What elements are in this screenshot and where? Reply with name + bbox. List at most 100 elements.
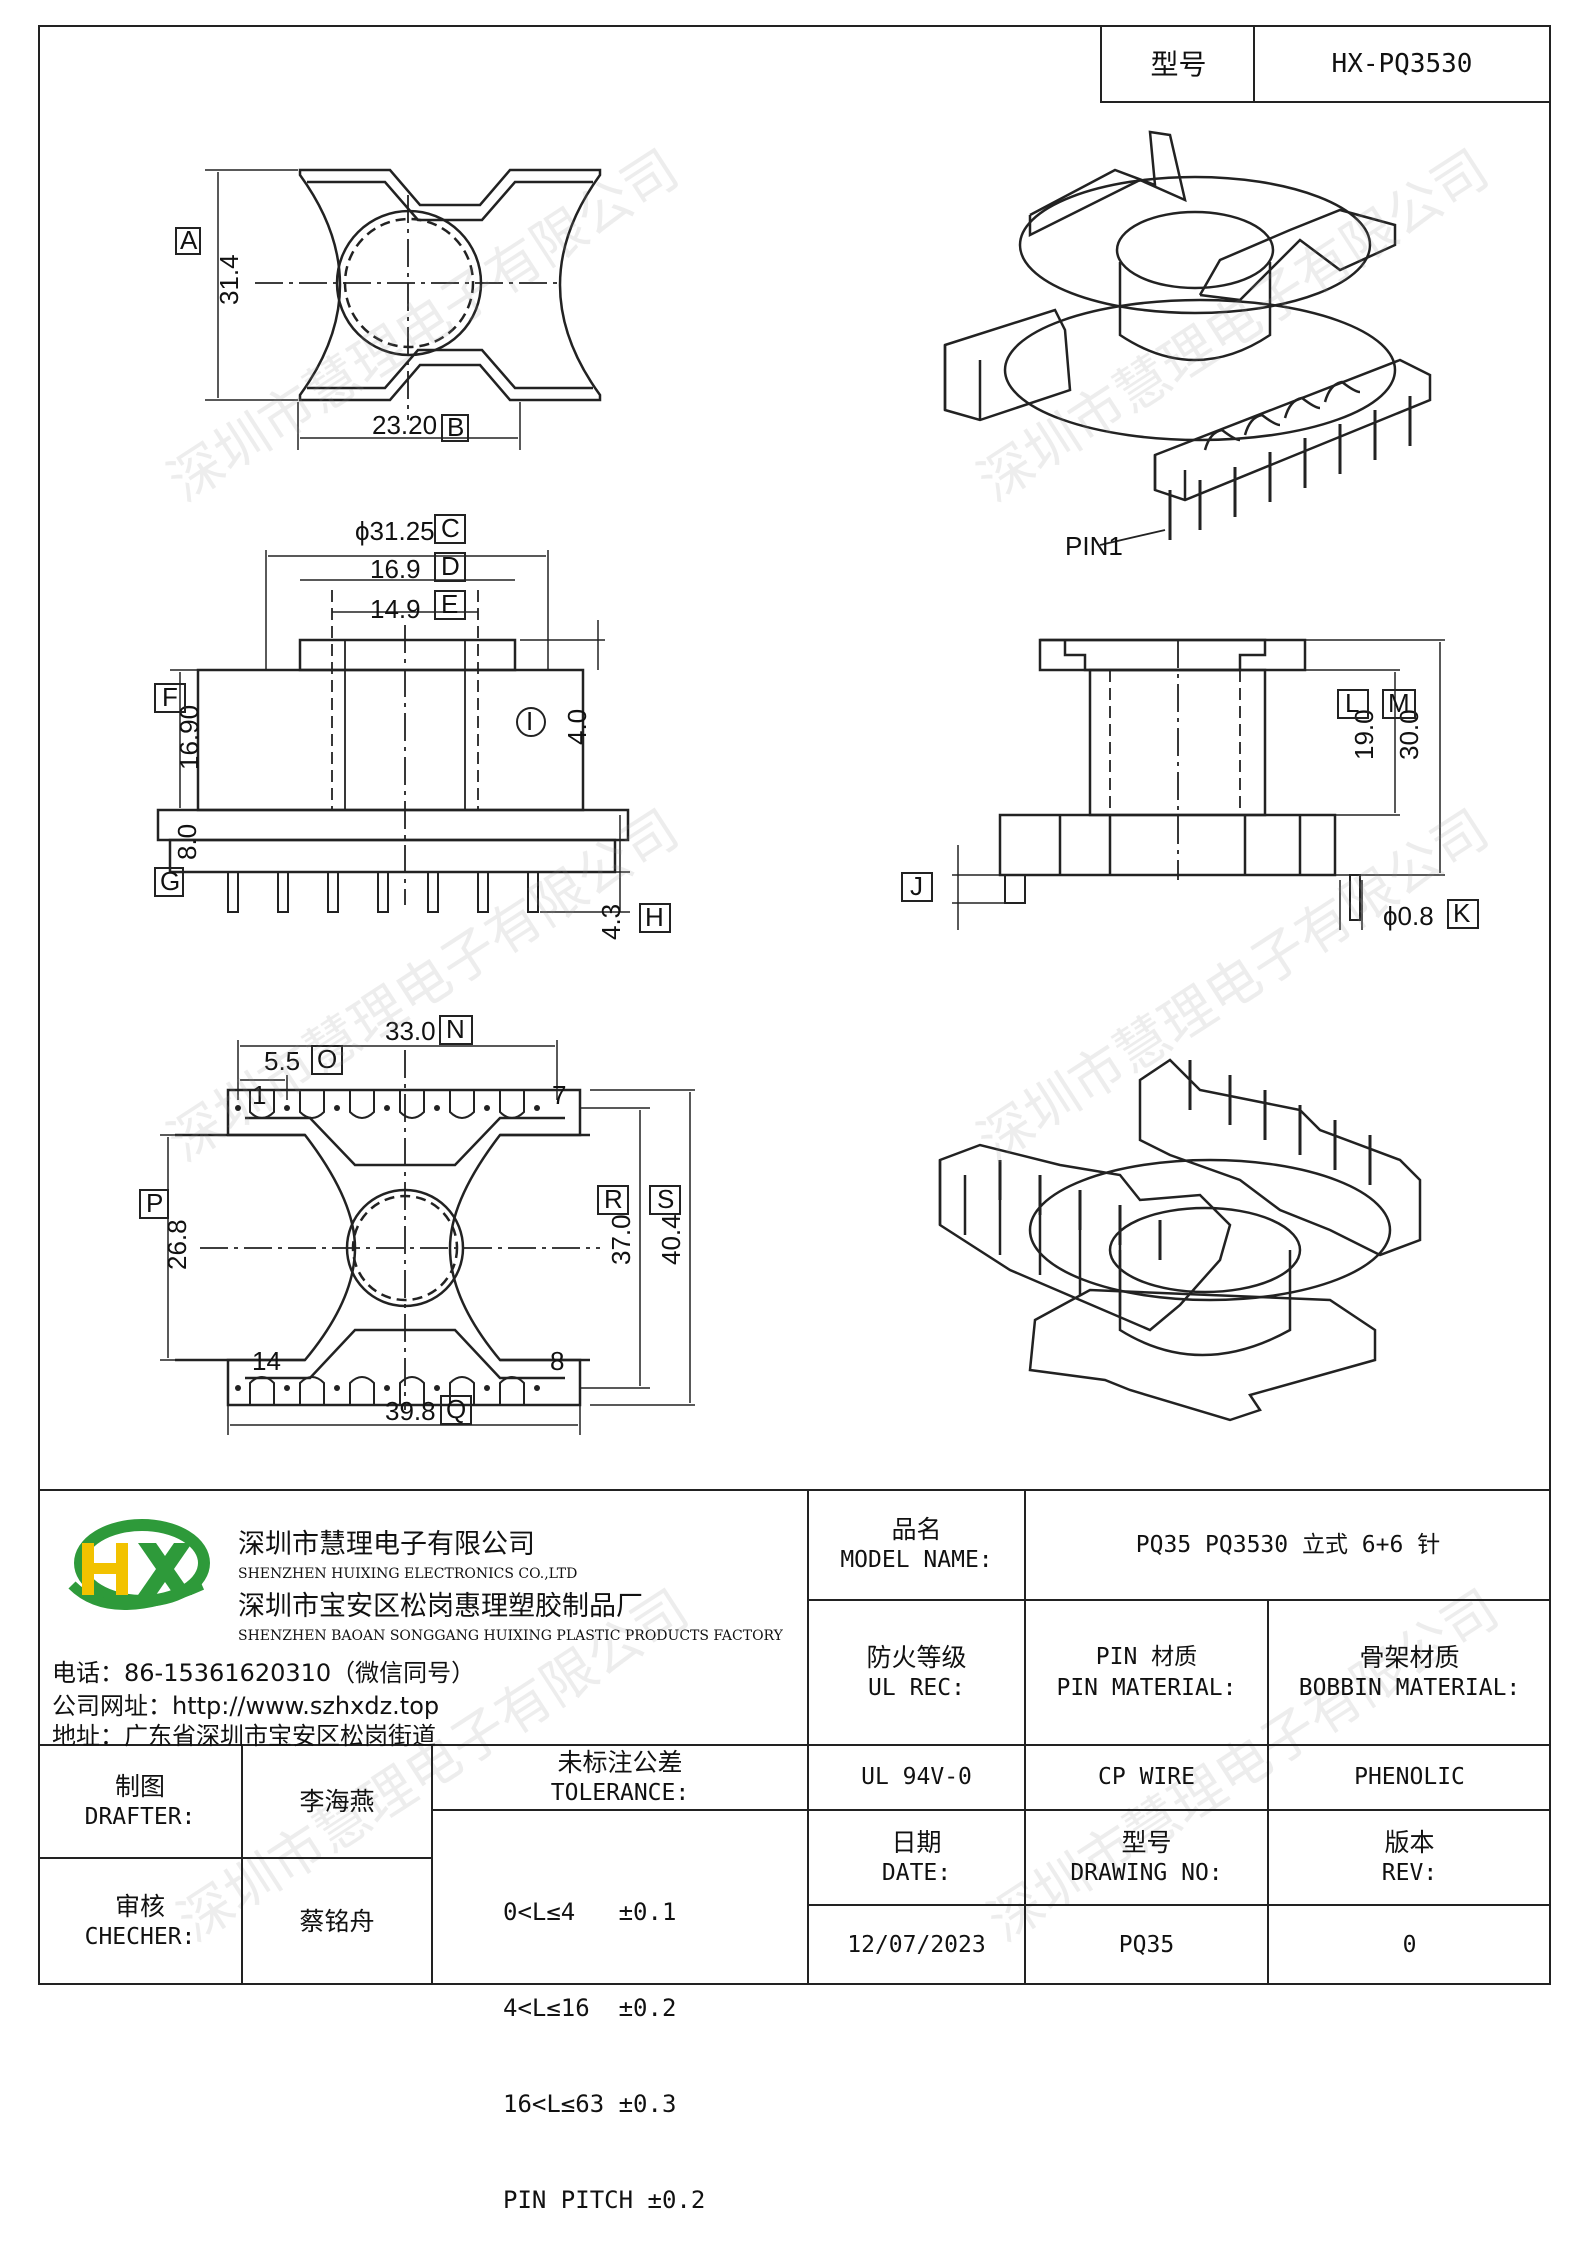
pin-material-value: CP WIRE — [1098, 1764, 1195, 1790]
checker-value: 蔡铭舟 — [299, 1907, 375, 1936]
rev-label: 版本 REV: — [1268, 1810, 1551, 1905]
dim-E: 14.9 — [370, 594, 421, 624]
bobbin-material-value: PHENOLIC — [1354, 1764, 1465, 1790]
header-model-value: HX-PQ3530 — [1253, 25, 1551, 103]
ul-rec-label-en: UL REC: — [868, 1674, 965, 1701]
company-address: 地址：广东省深圳市宝安区松岗街道 — [52, 1722, 436, 1750]
model-name-label: 品名 MODEL NAME: — [808, 1490, 1025, 1600]
pin-14-label: 14 — [252, 1346, 281, 1376]
drawing-frame — [38, 25, 1551, 1985]
dim-I: 4.0 — [562, 709, 592, 745]
checker-label: 审核 CHECHER: — [38, 1858, 242, 1985]
dim-N: 33.0 — [385, 1016, 436, 1046]
dim-letter-M: M — [1388, 688, 1410, 718]
pin-7-label: 7 — [552, 1080, 566, 1110]
tolerance-line: 0<L≤4 ±0.1 — [503, 1898, 677, 1926]
dim-letter-C: C — [441, 513, 460, 543]
dim-letter-L: L — [1345, 688, 1359, 718]
dim-letter-H: H — [645, 902, 664, 932]
dim-letter-G: G — [160, 866, 180, 896]
dim-letter-I: I — [526, 706, 533, 736]
pin-material-label: PIN 材质 PIN MATERIAL: — [1025, 1600, 1268, 1745]
date-label: 日期 DATE: — [808, 1810, 1025, 1905]
factory-name-cn: 深圳市宝安区松岗惠理塑胶制品厂 — [238, 1591, 643, 1622]
side-view — [952, 638, 1445, 930]
date-value: 12/07/2023 — [847, 1931, 986, 1958]
drafter-label-cn: 制图 — [114, 1771, 165, 1801]
dim-Q: 39.8 — [385, 1396, 436, 1426]
header-model-label: 型号 — [1100, 25, 1255, 103]
dim-letter-J: J — [910, 871, 923, 901]
dim-letter-E: E — [441, 589, 458, 619]
company-logo — [52, 1515, 217, 1625]
pin-8-label: 8 — [550, 1346, 564, 1376]
rev-label-cn: 版本 — [1384, 1827, 1435, 1857]
tolerance-table: 0<L≤4 ±0.1 4<L≤16 ±0.2 16<L≤63 ±0.3 PIN … — [503, 1832, 705, 2248]
dim-letter-R: R — [604, 1184, 623, 1214]
dim-letter-D: D — [441, 551, 460, 581]
bobbin-material-label: 骨架材质 BOBBIN MATERIAL: — [1268, 1600, 1551, 1745]
bobbin-material-label-en: BOBBIN MATERIAL: — [1298, 1674, 1521, 1701]
drawing-no-label-cn: 型号 — [1121, 1827, 1172, 1857]
model-name-label-cn: 品名 — [891, 1515, 942, 1544]
dim-P: 26.8 — [162, 1219, 192, 1270]
dim-R: 37.0 — [606, 1214, 636, 1265]
drafter-label: 制图 DRAFTER: — [38, 1745, 242, 1858]
company-website: 公司网址：http://www.szhxdz.top — [52, 1692, 440, 1720]
drafter-label-en: DRAFTER: — [84, 1803, 196, 1830]
rev-label-en: REV: — [1381, 1859, 1438, 1886]
drawing-no-value: PQ35 — [1118, 1931, 1175, 1958]
dim-letter-K: K — [1453, 898, 1471, 928]
pin-material-label-cn: PIN 材质 — [1095, 1643, 1198, 1670]
drawing-no-label: 型号 DRAWING NO: — [1025, 1810, 1268, 1905]
rev-value: 0 — [1402, 1931, 1417, 1958]
dim-letter-N: N — [446, 1014, 465, 1044]
dim-A: 31.4 — [214, 254, 244, 305]
front-view — [156, 550, 630, 913]
checker-label-cn: 审核 — [114, 1891, 165, 1921]
company-name-en: SHENZHEN HUIXING ELECTRONICS CO.,LTD — [238, 1566, 578, 1582]
date-label-cn: 日期 — [891, 1827, 942, 1857]
bottom-view — [160, 1040, 695, 1435]
iso-view-top — [943, 130, 1432, 546]
ul-rec-value: UL 94V-0 — [861, 1764, 972, 1790]
tolerance-line: 16<L≤63 ±0.3 — [503, 2090, 677, 2118]
dim-letter-B: B — [447, 412, 464, 442]
dim-letter-O: O — [317, 1044, 337, 1074]
top-view — [205, 168, 602, 450]
dim-letter-P: P — [146, 1188, 163, 1218]
company-phone: 电话：86-15361620310（微信同号） — [52, 1659, 476, 1687]
drafter-value: 李海燕 — [299, 1787, 375, 1816]
dim-letter-F: F — [162, 682, 178, 712]
tolerance-label-cn: 未标注公差 — [557, 1747, 683, 1777]
company-name-cn: 深圳市慧理电子有限公司 — [238, 1529, 535, 1560]
pin-material-label-en: PIN MATERIAL: — [1056, 1674, 1237, 1701]
titleblock-grid — [38, 1489, 1551, 1985]
dim-D: 16.9 — [370, 554, 421, 584]
date-label-en: DATE: — [881, 1859, 952, 1886]
tolerance-line: 4<L≤16 ±0.2 — [503, 1994, 677, 2022]
iso-view-bottom — [938, 1058, 1422, 1422]
bobbin-material-label-cn: 骨架材质 — [1359, 1642, 1460, 1672]
checker-label-en: CHECHER: — [84, 1923, 196, 1950]
dim-H: 4.3 — [596, 904, 626, 940]
technical-drawings: 31.4 A 23.20 B — [139, 130, 1479, 1435]
ul-rec-label: 防火等级 UL REC: — [808, 1600, 1025, 1745]
dim-letter-Q: Q — [446, 1394, 466, 1424]
tolerance-label-en: TOLERANCE: — [550, 1779, 690, 1806]
dim-G: 8.0 — [172, 824, 202, 860]
tolerance-label: 未标注公差 TOLERANCE: — [432, 1745, 808, 1810]
pin1-label: PIN1 — [1065, 531, 1123, 561]
model-name-value: PQ35 PQ3530 立式 6+6 针 — [1135, 1531, 1441, 1558]
dim-letter-S: S — [657, 1184, 674, 1214]
dim-C: ϕ31.25 — [355, 516, 435, 546]
dim-O: 5.5 — [264, 1046, 300, 1076]
dim-S: 40.4 — [656, 1214, 686, 1265]
tolerance-line: PIN PITCH ±0.2 — [503, 2186, 706, 2214]
dim-F: 16.90 — [174, 705, 204, 770]
ul-rec-label-cn: 防火等级 — [866, 1642, 967, 1672]
pin-1-label: 1 — [252, 1080, 266, 1110]
dim-B: 23.20 — [372, 410, 437, 440]
dim-K: ϕ0.8 — [1383, 901, 1434, 931]
drawing-no-label-en: DRAWING NO: — [1070, 1859, 1223, 1886]
